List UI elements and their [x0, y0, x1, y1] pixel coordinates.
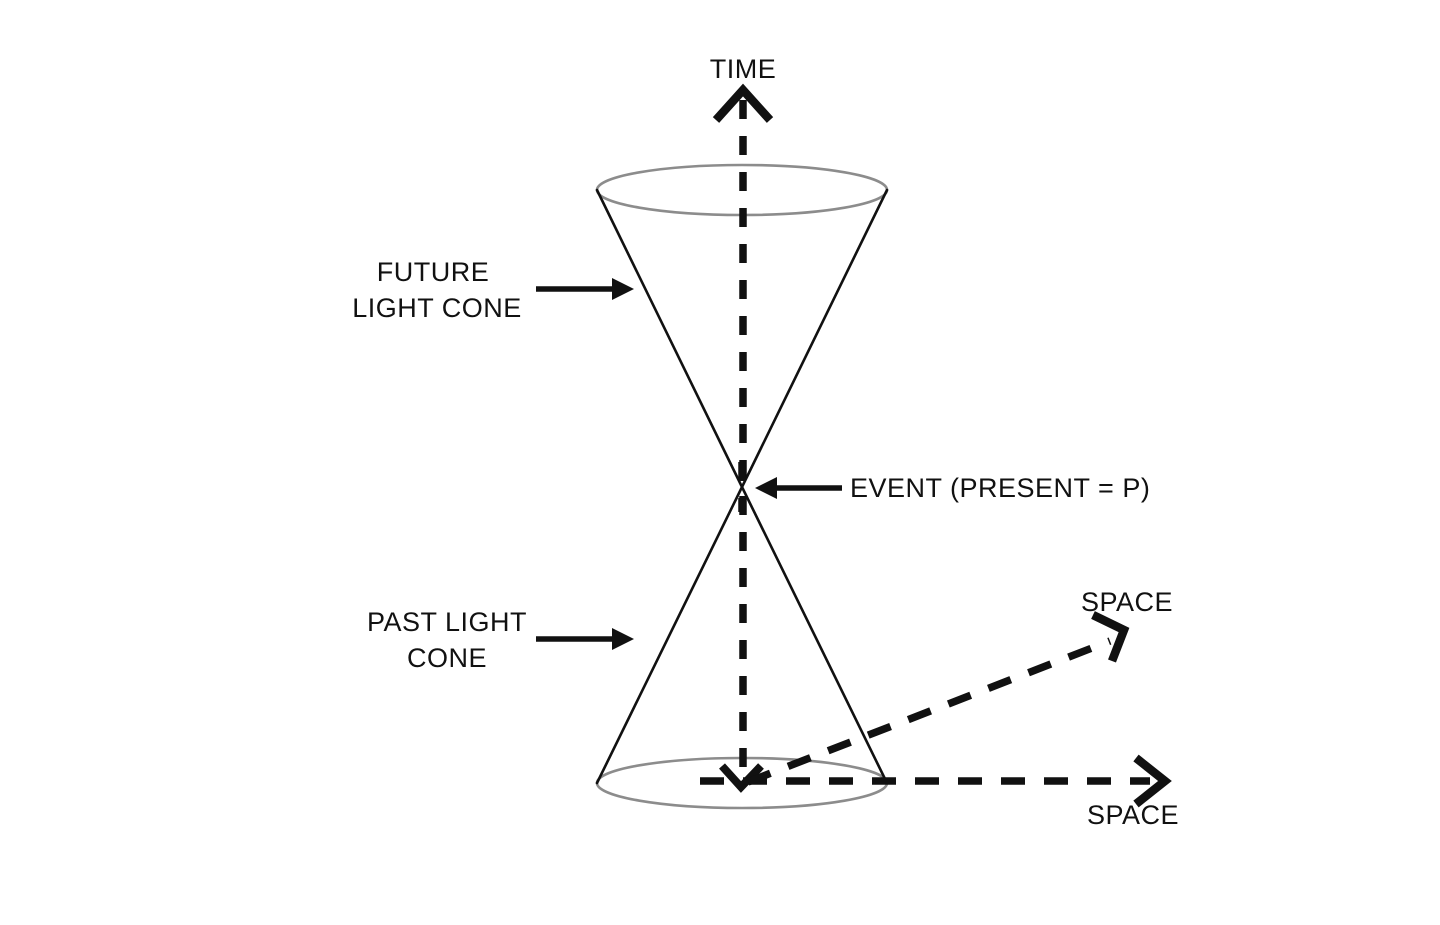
space-horizontal-axis-label: SPACE — [1087, 800, 1179, 830]
past-cone-pointer-arrow-icon — [612, 628, 634, 650]
past-cone-label-line2: CONE — [407, 643, 487, 673]
time-axis-label: TIME — [710, 54, 777, 84]
space-horizontal-arrowhead-icon — [1133, 754, 1172, 808]
future-cone-right-edge — [740, 188, 889, 489]
space-diagonal-dashed-line — [746, 637, 1112, 786]
space-diagonal-arrowhead-icon — [1091, 611, 1130, 663]
space-diagonal-axis-label: SPACE — [1081, 587, 1173, 617]
event-label: EVENT (PRESENT = P) — [850, 473, 1150, 503]
space-axis-horizontal — [700, 754, 1172, 808]
future-cone-left-edge — [595, 188, 744, 489]
past-cone-left-edge — [595, 485, 744, 785]
annotation-past-light-cone: PAST LIGHT CONE — [367, 607, 634, 673]
future-cone-pointer-arrow-icon — [612, 278, 634, 300]
space-axis-diagonal — [746, 611, 1130, 786]
past-cone-label-line1: PAST LIGHT — [367, 607, 527, 637]
time-axis-arrowhead-up-icon — [712, 83, 774, 123]
time-axis-arrowhead-down-icon — [719, 763, 764, 793]
event-pointer-arrow-icon — [755, 477, 777, 499]
future-cone-label-line2: LIGHT CONE — [352, 293, 522, 323]
annotation-event-point: EVENT (PRESENT = P) — [755, 473, 1150, 503]
past-cone-right-edge — [740, 485, 889, 785]
annotation-future-light-cone: FUTURE LIGHT CONE — [352, 257, 634, 323]
time-axis — [712, 83, 774, 793]
future-cone-label-line1: FUTURE — [377, 257, 490, 287]
